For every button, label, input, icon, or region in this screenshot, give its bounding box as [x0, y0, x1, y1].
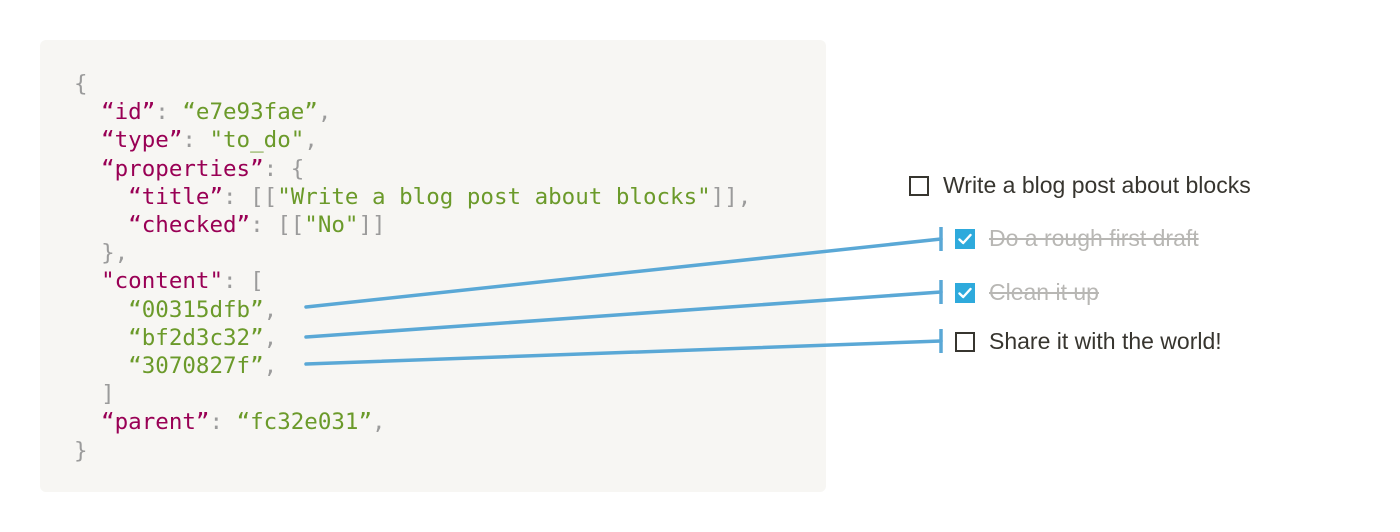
json-value-type: "to_do" — [209, 127, 305, 154]
json-key-id: “id” — [101, 99, 156, 126]
todo-child-1[interactable]: Clean it up — [955, 279, 1099, 306]
connector-2 — [304, 329, 943, 366]
todo-parent-label: Write a blog post about blocks — [943, 172, 1251, 198]
checkbox-checked-icon[interactable] — [955, 282, 975, 303]
json-content-id-2: “3070827f” — [128, 353, 264, 380]
json-key-title: “title” — [128, 183, 224, 210]
checkbox-checked-icon[interactable] — [955, 228, 975, 249]
todo-child-label: Share it with the world! — [989, 328, 1222, 354]
json-code-block: { “id”: “e7e93fae”, “type”: "to_do", “pr… — [74, 71, 752, 464]
json-value-parent: “fc32e031” — [236, 409, 373, 436]
json-key-properties: “properties” — [101, 155, 264, 182]
json-value-title: "Write a blog post about blocks" — [277, 183, 711, 210]
checkbox-icon[interactable] — [955, 331, 975, 352]
json-open-brace: { — [74, 71, 88, 97]
todo-child-2[interactable]: Share it with the world! — [955, 328, 1222, 355]
checkmark-icon — [958, 287, 972, 298]
checkbox-icon[interactable] — [909, 175, 929, 196]
json-close-brace: } — [74, 437, 88, 464]
json-key-parent: “parent” — [101, 409, 210, 436]
json-value-checked: "No" — [304, 212, 359, 239]
checkmark-icon — [958, 233, 972, 244]
todo-parent[interactable]: Write a blog post about blocks — [909, 172, 1251, 199]
todo-child-0[interactable]: Do a rough first draft — [955, 225, 1199, 252]
json-key-content: "content" — [101, 268, 224, 295]
json-content-id-1: “bf2d3c32” — [128, 324, 264, 351]
json-value-id: “e7e93fae” — [182, 99, 318, 126]
json-content-id-0: “00315dfb” — [128, 296, 264, 323]
connector-1 — [304, 280, 943, 339]
todo-child-label: Do a rough first draft — [989, 225, 1199, 251]
json-key-type: “type” — [101, 127, 183, 154]
json-key-checked: “checked” — [128, 212, 251, 239]
connector-0 — [304, 227, 943, 309]
todo-child-label: Clean it up — [989, 279, 1099, 305]
